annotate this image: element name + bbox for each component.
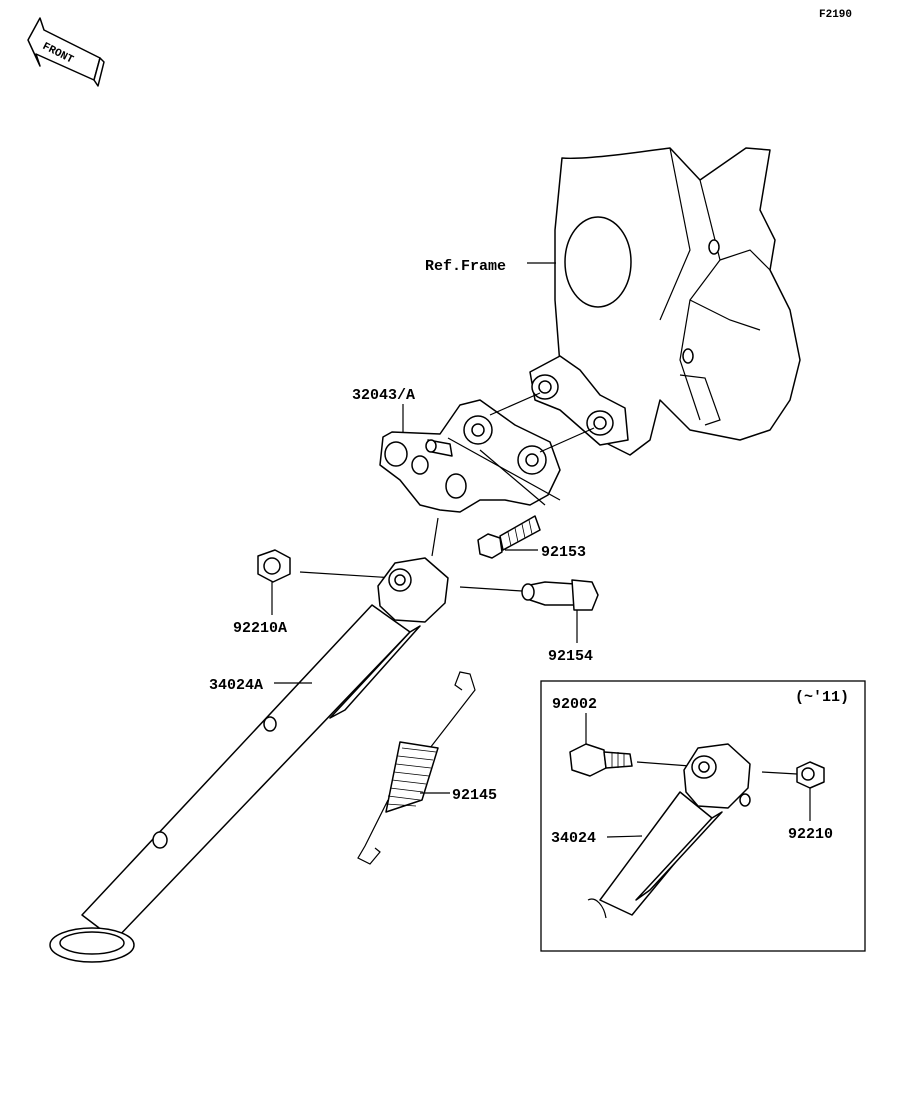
label-ref-frame: Ref.Frame — [425, 258, 506, 275]
label-inset-bolt-92002: 92002 — [552, 696, 597, 713]
label-bolt-92153: 92153 — [541, 544, 586, 561]
label-spring-92145: 92145 — [452, 787, 497, 804]
nut-92210A-drawing — [257, 549, 291, 583]
front-arrow-icon: FRONT — [27, 17, 105, 87]
label-stand-34024A: 34024A — [209, 677, 263, 694]
label-inset-nut-92210: 92210 — [788, 826, 833, 843]
diagram-code: F2190 — [819, 9, 852, 21]
inset-box — [540, 680, 866, 952]
inset-nut-drawing — [796, 761, 825, 789]
bolt-92153-drawing — [477, 515, 541, 559]
inset-bolt-drawing — [569, 743, 633, 777]
label-pin-92154: 92154 — [548, 648, 593, 665]
spring-92145-drawing — [357, 671, 476, 865]
label-bracket: 32043/A — [352, 387, 415, 404]
bracket-drawing — [379, 399, 561, 513]
label-inset-stand-34024: 34024 — [551, 830, 596, 847]
inset-stand-drawing — [587, 743, 751, 919]
label-nut-92210A: 92210A — [233, 620, 287, 637]
inset-period-label: (~'11) — [795, 689, 849, 706]
frame-drawing — [529, 147, 801, 456]
side-stand-drawing — [49, 557, 449, 963]
pin-92154-drawing — [521, 579, 599, 611]
